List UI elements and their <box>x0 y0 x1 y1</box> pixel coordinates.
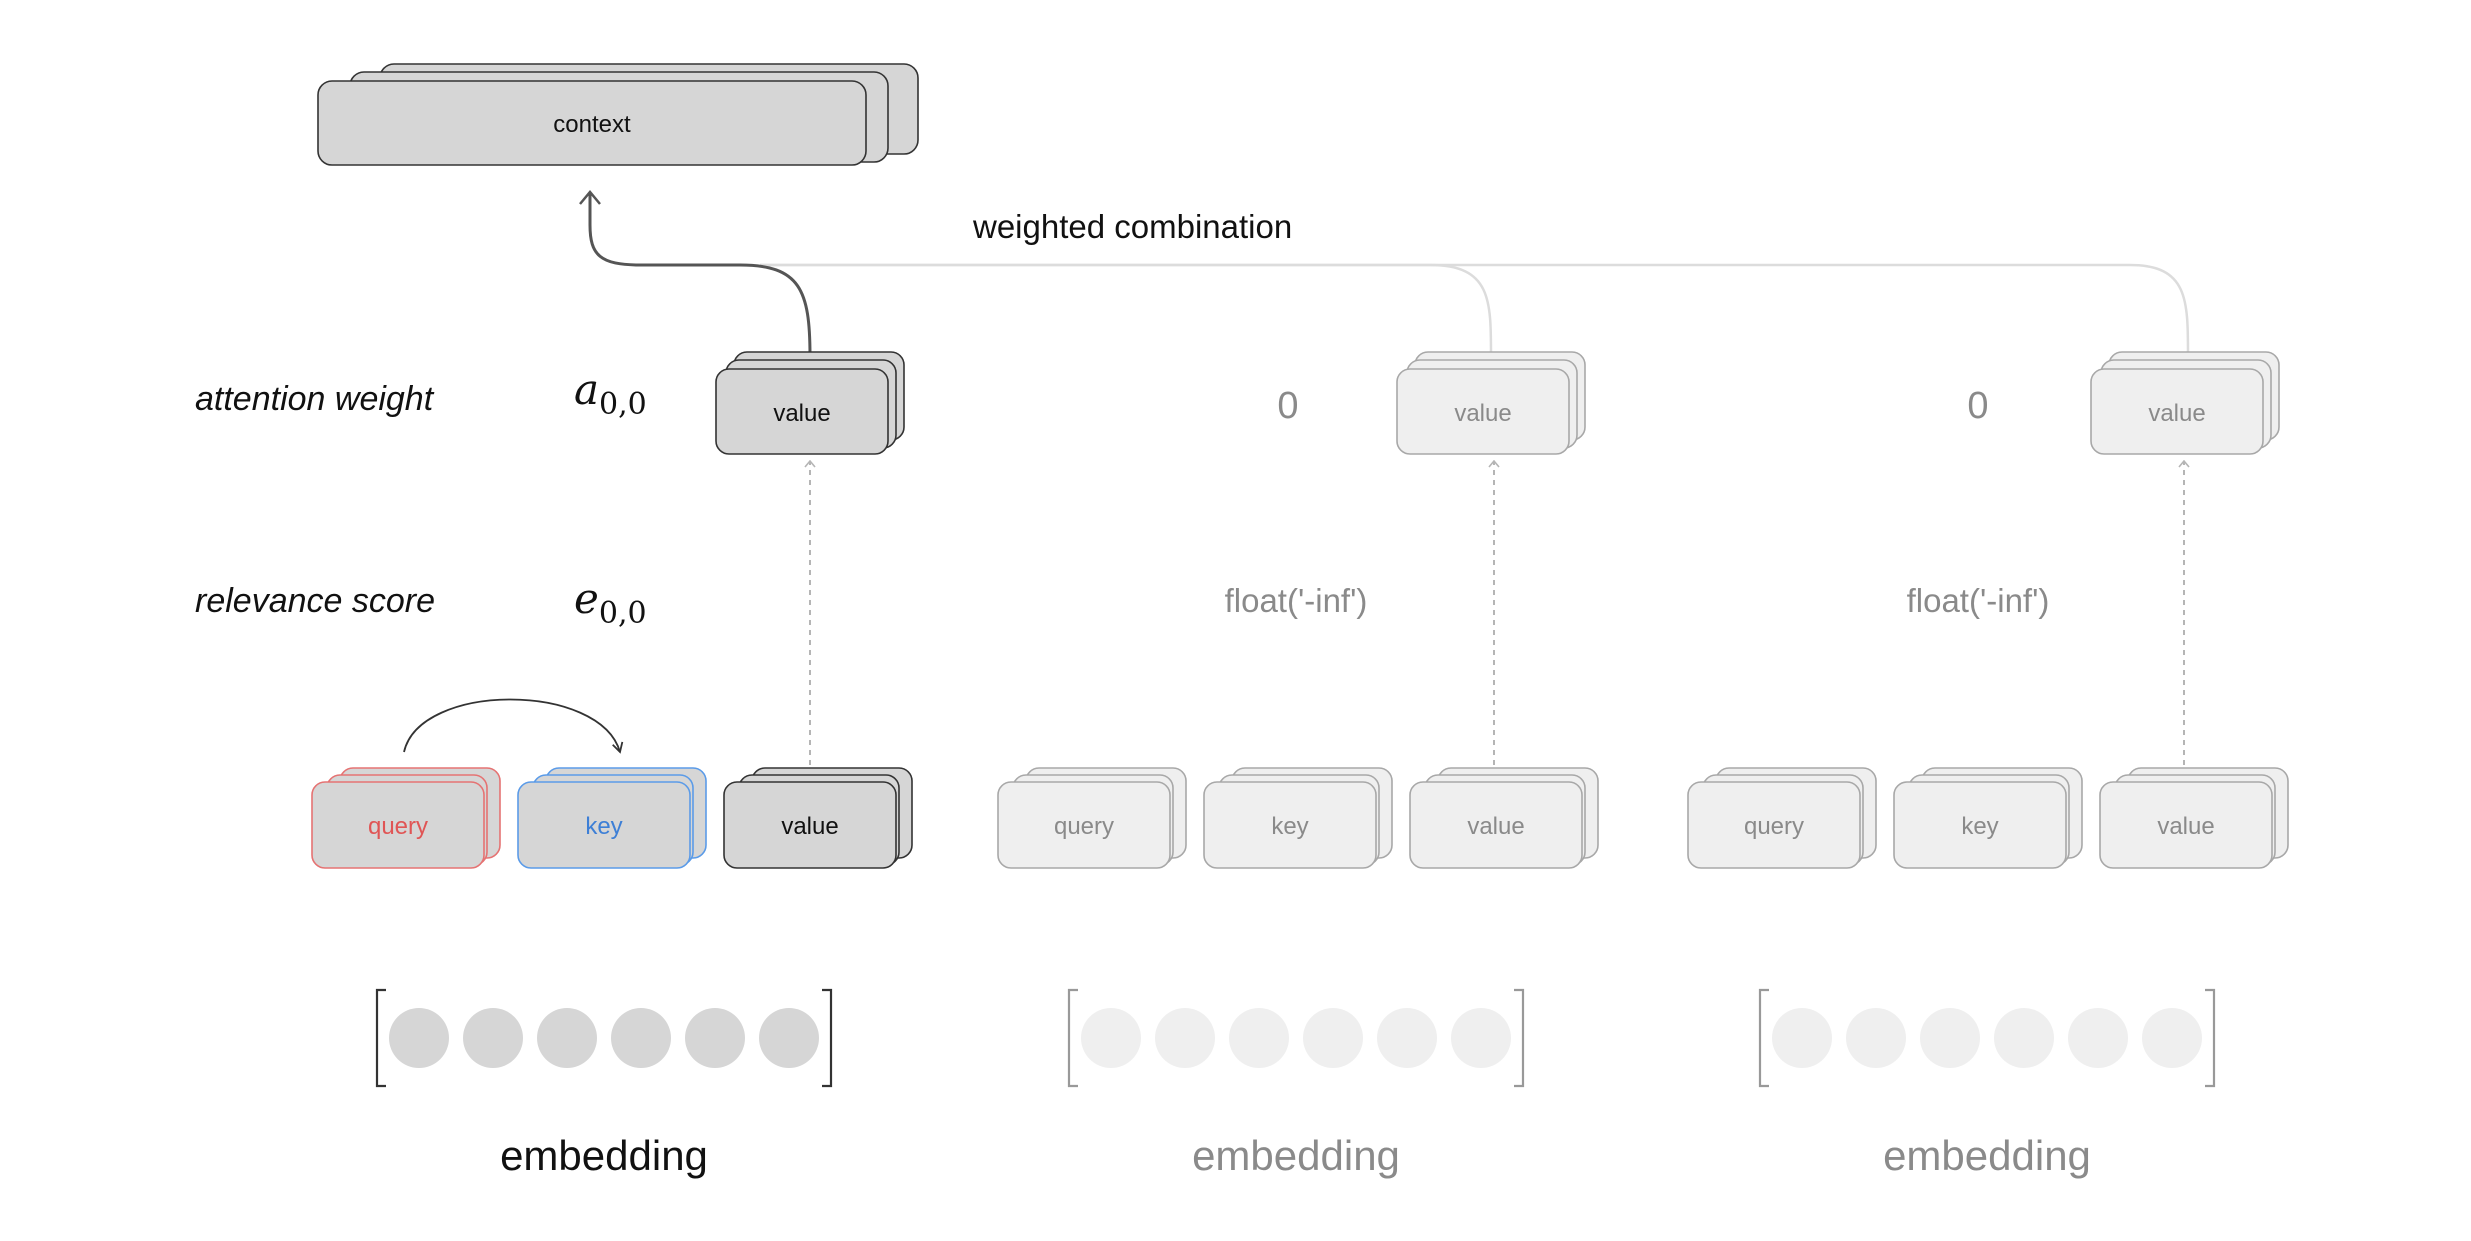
column-0: value query key value <box>311 351 913 1179</box>
embedding-label-1: embedding <box>1192 1132 1400 1179</box>
embedding-2 <box>1758 988 2216 1088</box>
key-label-1: key <box>1271 813 1308 840</box>
inactive-combination-line-1 <box>760 263 1493 357</box>
relevance-score-symbol: e0,0 <box>574 574 647 631</box>
value-stack-0: value <box>723 767 913 869</box>
query-stack-2: query <box>1687 767 1877 869</box>
top-value-stack-1: value <box>1396 351 1586 455</box>
embedding-label-2: embedding <box>1883 1132 2091 1179</box>
query-label-1: query <box>1054 813 1114 840</box>
weight-value-2: 0 <box>1967 385 1988 427</box>
weight-value-1: 0 <box>1277 385 1298 427</box>
top-value-label-0: value <box>773 400 830 427</box>
top-value-stack-2: value <box>2090 351 2280 455</box>
active-combination-line <box>579 190 812 357</box>
query-stack-0: query <box>311 767 501 869</box>
value-label-1: value <box>1467 813 1524 840</box>
query-label-0: query <box>368 813 428 840</box>
key-stack-0: key <box>517 767 707 869</box>
column-1: 0 float('-inf') value query key value <box>997 351 1599 1179</box>
combination-lines <box>579 190 2190 357</box>
query-key-arc <box>403 698 624 754</box>
embedding-1 <box>1067 988 1525 1088</box>
score-value-2: float('-inf') <box>1907 582 2050 619</box>
top-value-label-1: value <box>1454 400 1511 427</box>
score-value-1: float('-inf') <box>1225 582 1368 619</box>
attention-weight-symbol: a0,0 <box>574 365 647 422</box>
attention-weight-label: attention weight <box>195 380 435 418</box>
value-label-2: value <box>2157 813 2214 840</box>
top-value-stack-0: value <box>715 351 905 455</box>
value-stack-2: value <box>2099 767 2289 869</box>
value-stack-1: value <box>1409 767 1599 869</box>
relevance-score-label: relevance score <box>195 582 435 620</box>
context-label: context <box>553 111 631 138</box>
value-label-0: value <box>781 813 838 840</box>
key-label-2: key <box>1961 813 1998 840</box>
top-value-label-2: value <box>2148 400 2205 427</box>
inactive-combination-line-2 <box>760 263 2190 357</box>
context-stack: context <box>317 63 919 166</box>
embedding-label-0: embedding <box>500 1132 708 1179</box>
key-stack-1: key <box>1203 767 1393 869</box>
key-stack-2: key <box>1893 767 2083 869</box>
key-label-0: key <box>585 813 622 840</box>
query-label-2: query <box>1744 813 1804 840</box>
weighted-combination-label: weighted combination <box>972 208 1292 245</box>
embedding-0 <box>375 988 833 1088</box>
query-stack-1: query <box>997 767 1187 869</box>
column-2: 0 float('-inf') value query key value <box>1687 351 2289 1179</box>
